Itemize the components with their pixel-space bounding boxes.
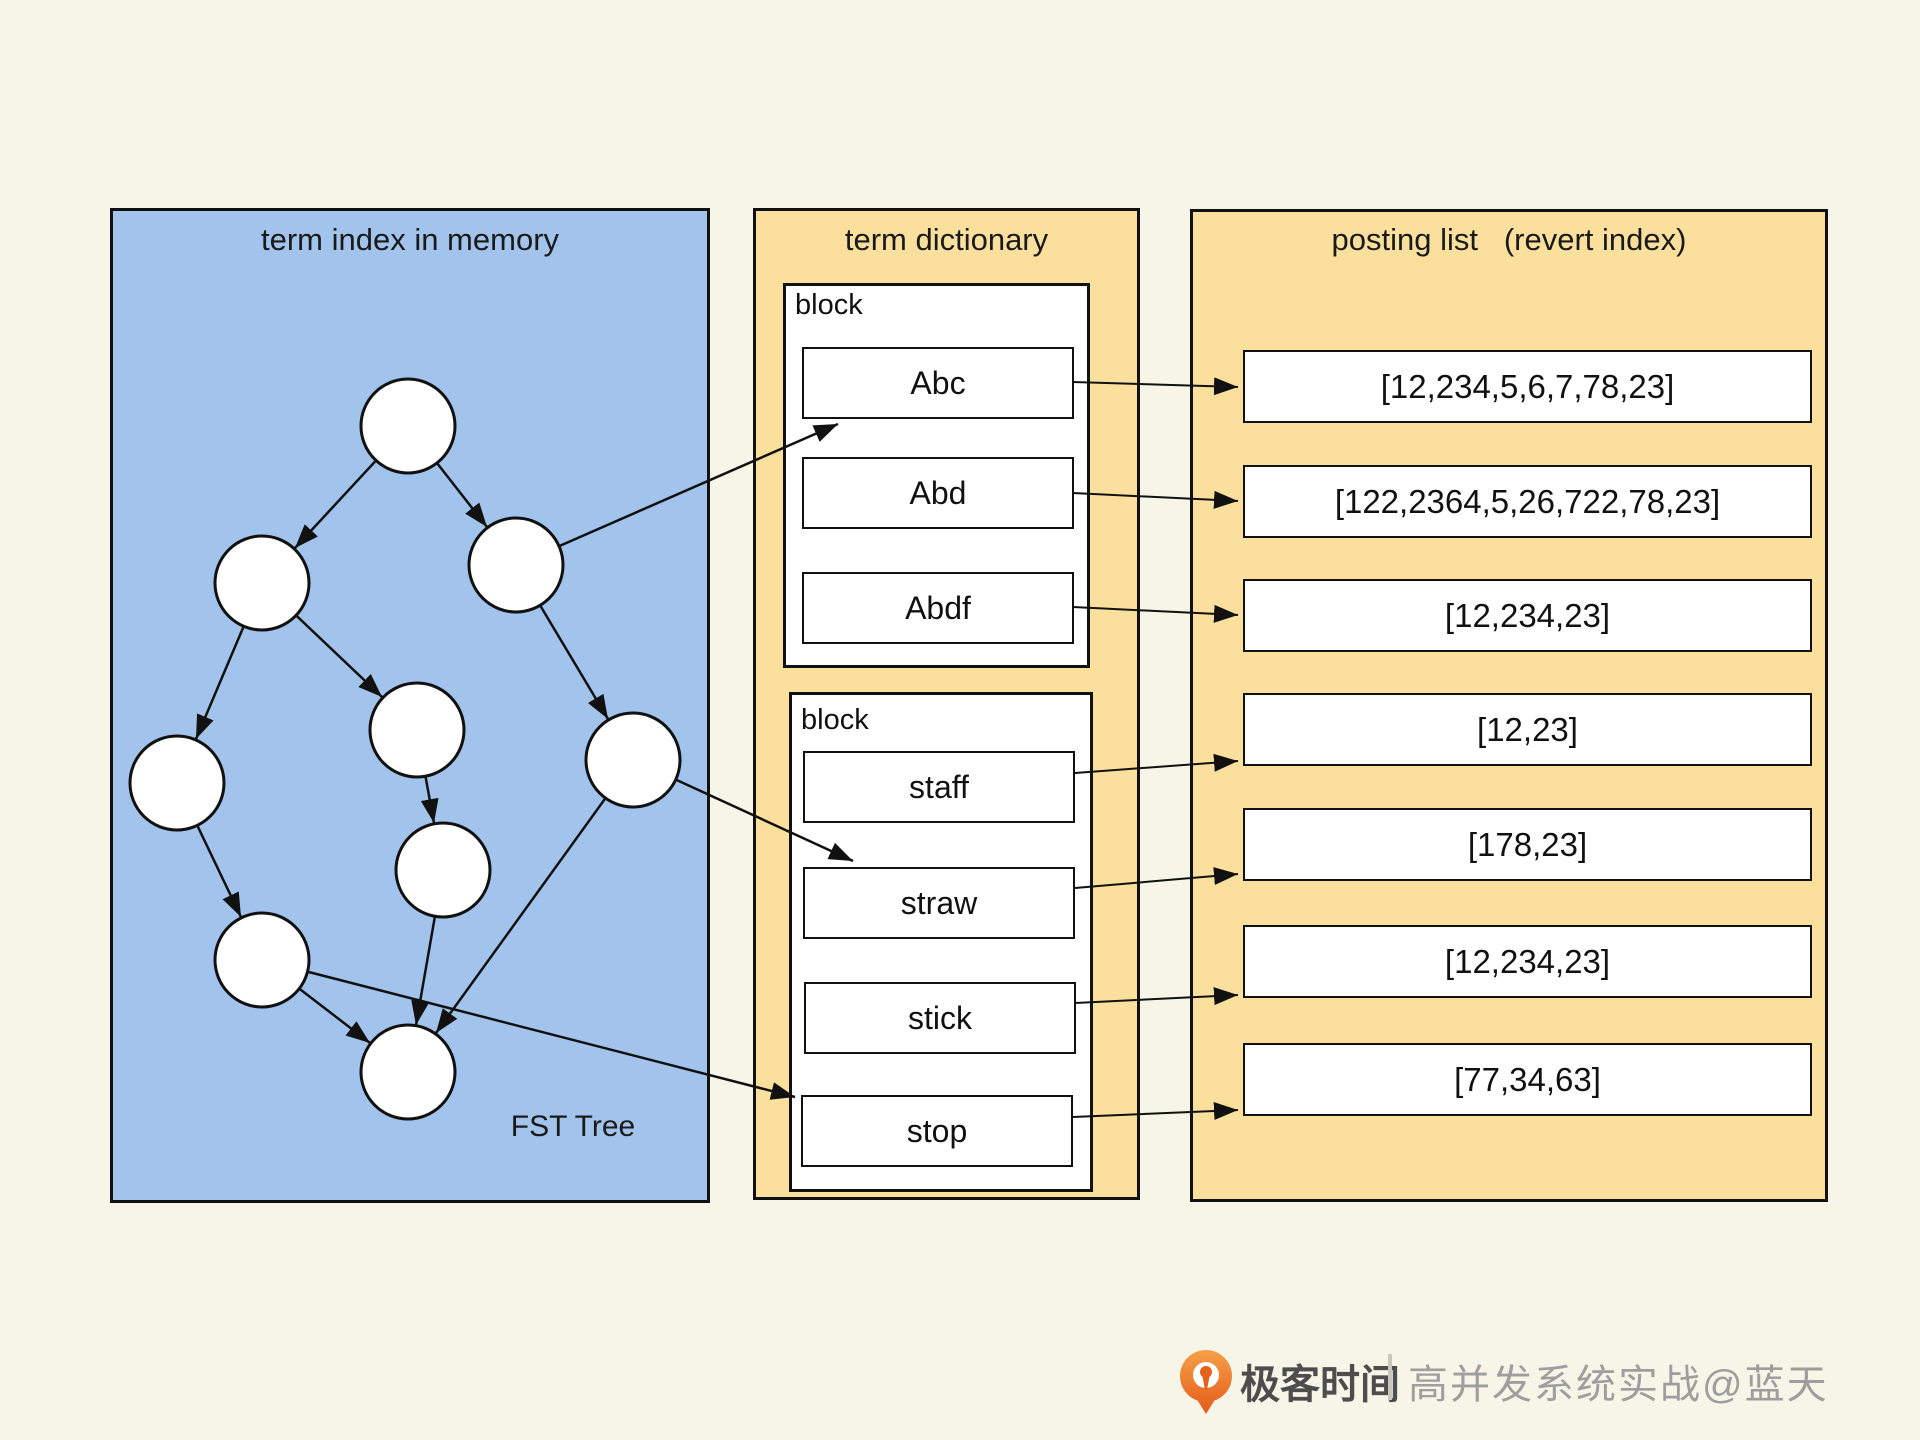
posting-box-1: [12,234,5,6,7,78,23] xyxy=(1243,350,1812,423)
posting-box-2: [122,2364,5,26,722,78,23] xyxy=(1243,465,1812,538)
course-caption-text: 高并发系统实战@蓝天 xyxy=(1408,1363,1829,1407)
term-box-stick: stick xyxy=(804,982,1076,1054)
term-index-panel xyxy=(110,208,710,1203)
term-box-abc: Abc xyxy=(802,347,1074,419)
term-dictionary-title: term dictionary xyxy=(844,222,1049,257)
posting-box-4: [12,23] xyxy=(1243,693,1812,766)
term-box-stop: stop xyxy=(801,1095,1073,1167)
term-box-abdf: Abdf xyxy=(802,572,1074,644)
posting-box-3: [12,234,23] xyxy=(1243,579,1812,652)
term-box-straw: straw xyxy=(803,867,1075,939)
term-index-title: term index in memory xyxy=(260,222,560,257)
logo-divider xyxy=(1388,1354,1392,1400)
posting-box-7: [77,34,63] xyxy=(1243,1043,1812,1116)
geektime-logo-icon xyxy=(1180,1350,1232,1414)
posting-box-6: [12,234,23] xyxy=(1243,925,1812,998)
term-block-2-label: block xyxy=(801,704,869,736)
fst-tree-label: FST Tree xyxy=(510,1110,636,1143)
term-block-1-label: block xyxy=(795,289,863,321)
posting-box-5: [178,23] xyxy=(1243,808,1812,881)
term-box-abd: Abd xyxy=(802,457,1074,529)
posting-list-title: posting list (revert index) xyxy=(1331,222,1687,257)
geektime-brand-text: 极客时间 xyxy=(1240,1363,1400,1407)
term-box-staff: staff xyxy=(803,751,1075,823)
